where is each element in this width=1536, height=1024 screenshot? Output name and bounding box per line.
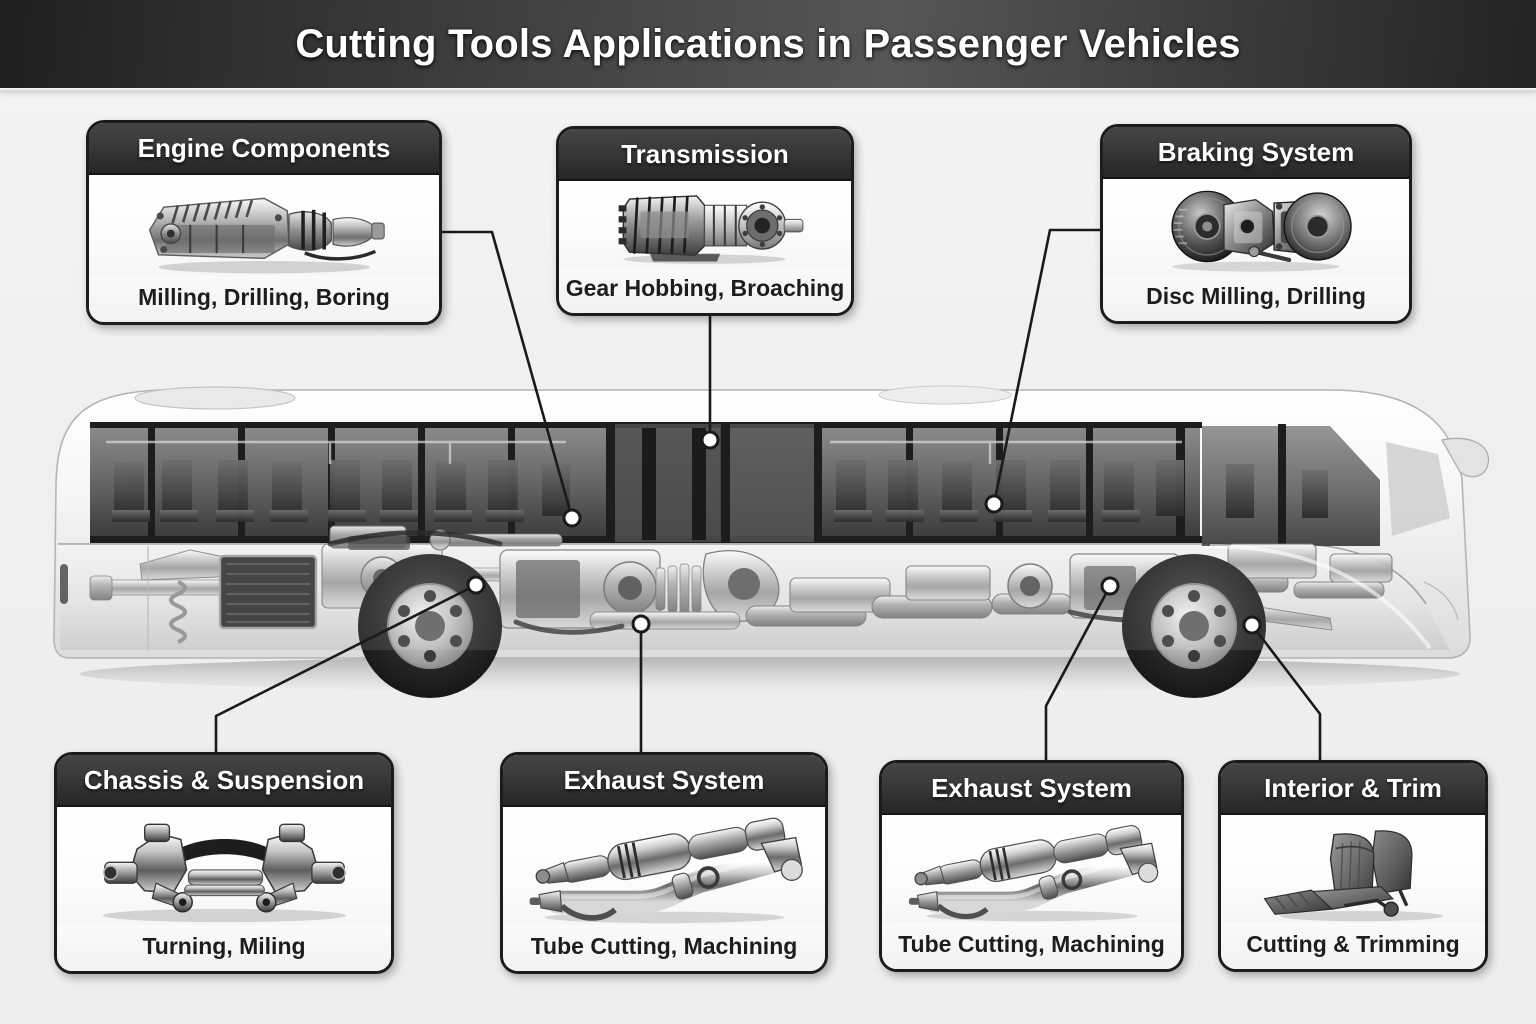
title-bar: Cutting Tools Applications in Passenger … [0, 0, 1536, 88]
card-image-chassis-suspension [57, 807, 391, 925]
card-title-exhaust-system-front: Exhaust System [563, 764, 765, 795]
card-title-transmission: Transmission [621, 138, 789, 169]
card-chassis-suspension[interactable]: Chassis & Suspension [54, 752, 394, 974]
card-engine-components[interactable]: Engine Components [86, 120, 442, 325]
card-transmission[interactable]: Transmission [556, 126, 854, 316]
card-exhaust-system-front[interactable]: Exhaust System [500, 752, 828, 974]
card-title-interior-trim: Interior & Trim [1264, 772, 1442, 803]
card-header-transmission: Transmission [559, 129, 851, 181]
card-caption-chassis-suspension: Turning, Miling [57, 925, 391, 971]
card-caption-braking-system: Disc Milling, Drilling [1103, 275, 1409, 321]
card-image-interior-trim [1221, 815, 1485, 923]
card-header-exhaust-system-front: Exhaust System [503, 755, 825, 807]
card-image-exhaust-system-front [503, 807, 825, 925]
card-caption-engine-components: Milling, Drilling, Boring [89, 276, 439, 322]
card-header-exhaust-system-rear: Exhaust System [882, 763, 1181, 815]
bus-cutaway-illustration [30, 368, 1510, 698]
card-braking-system[interactable]: Braking System [1100, 124, 1412, 324]
card-title-chassis-suspension: Chassis & Suspension [83, 764, 365, 795]
card-header-braking-system: Braking System [1103, 127, 1409, 179]
page-title: Cutting Tools Applications in Passenger … [295, 21, 1241, 66]
card-interior-trim[interactable]: Interior & Trim [1218, 760, 1488, 972]
card-image-exhaust-system-rear [882, 815, 1181, 923]
card-image-engine-components [89, 175, 439, 276]
card-title-exhaust-system-rear: Exhaust System [931, 772, 1132, 803]
card-exhaust-system-rear[interactable]: Exhaust System [879, 760, 1184, 972]
card-header-interior-trim: Interior & Trim [1221, 763, 1485, 815]
card-caption-exhaust-system-rear: Tube Cutting, Machining [882, 923, 1181, 969]
title-underline-divider [0, 88, 1536, 92]
card-title-braking-system: Braking System [1157, 136, 1355, 167]
card-header-engine-components: Engine Components [89, 123, 439, 175]
card-header-chassis-suspension: Chassis & Suspension [57, 755, 391, 807]
card-image-braking-system [1103, 179, 1409, 275]
card-title-engine-components: Engine Components [137, 132, 391, 163]
card-caption-interior-trim: Cutting & Trimming [1221, 923, 1485, 969]
card-caption-transmission: Gear Hobbing, Broaching [559, 267, 851, 313]
card-image-transmission [559, 181, 851, 267]
card-caption-exhaust-system-front: Tube Cutting, Machining [503, 925, 825, 971]
